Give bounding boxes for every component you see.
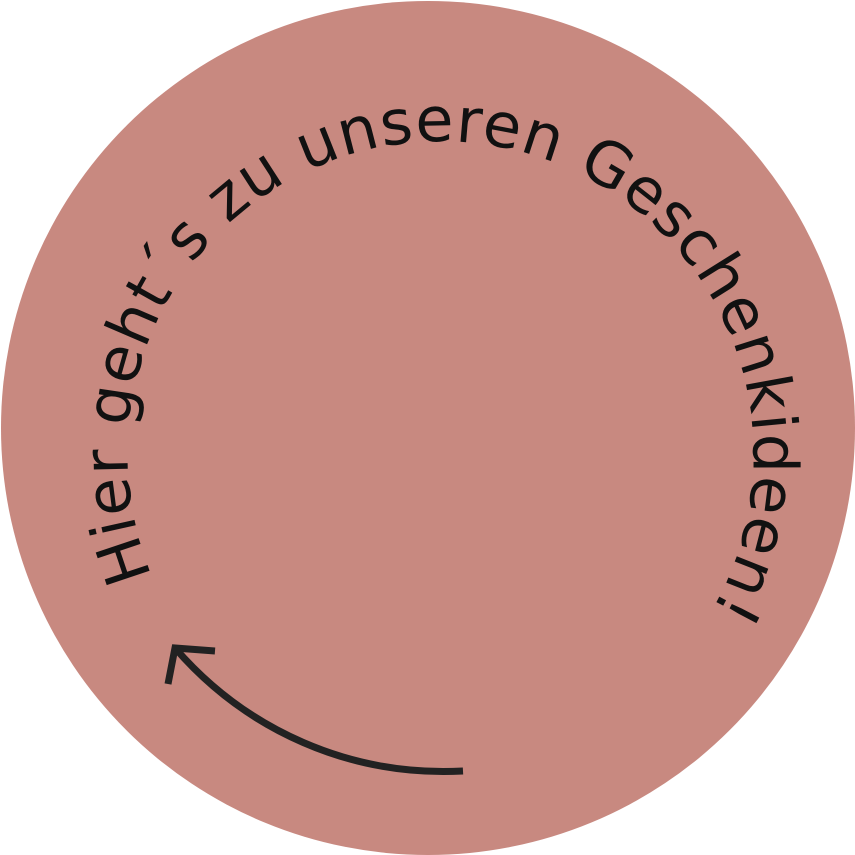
arrow-head (164, 644, 216, 685)
arrow-shaft (172, 645, 464, 776)
curved-arrow-left-icon[interactable] (164, 644, 464, 776)
